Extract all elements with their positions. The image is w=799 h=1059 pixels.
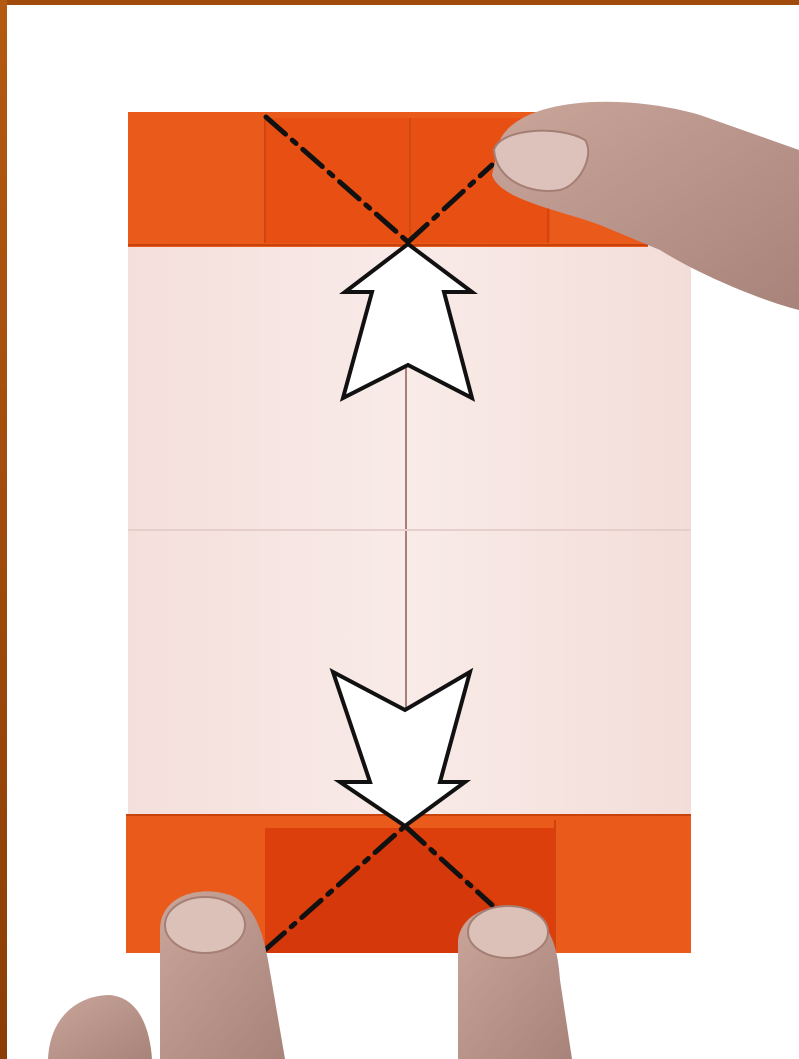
bottom-far-left-finger: [48, 995, 152, 1059]
